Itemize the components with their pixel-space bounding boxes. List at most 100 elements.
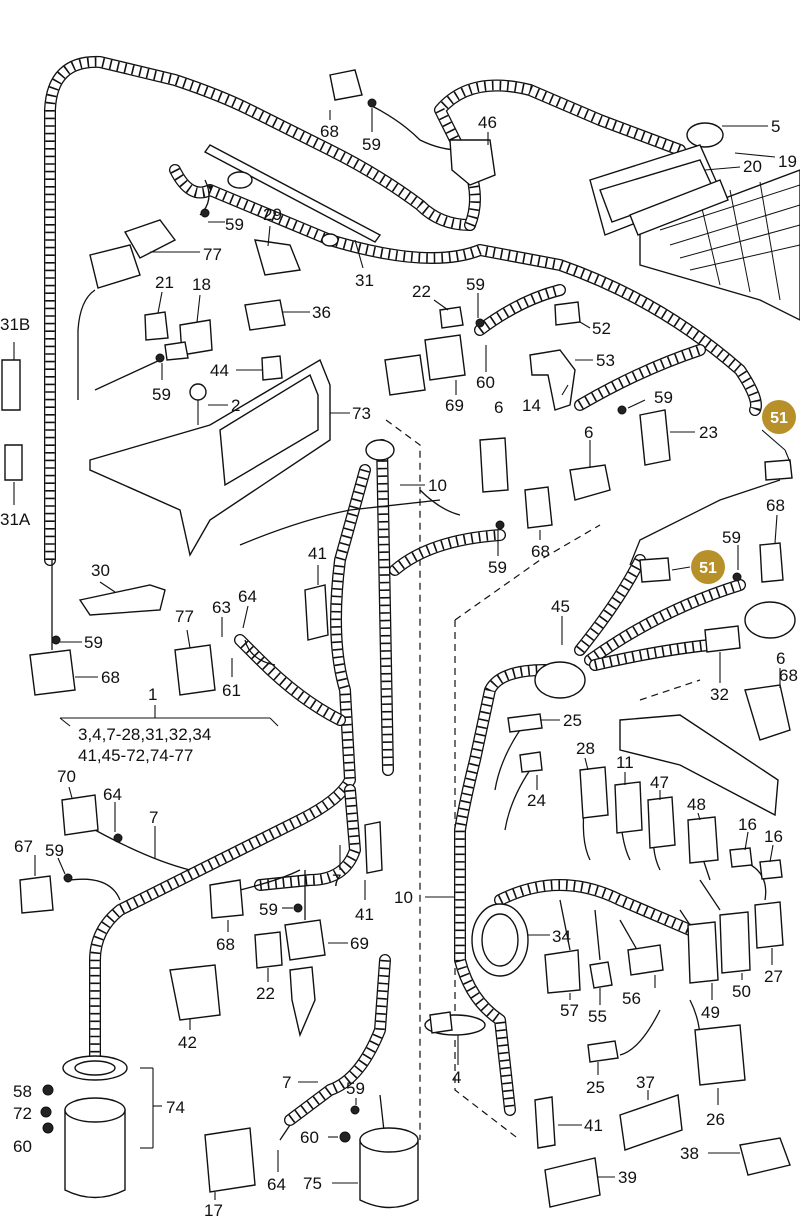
label-55: 55: [588, 1007, 607, 1026]
label-range-1: 3,4,7-28,31,32,34: [78, 725, 211, 744]
label-52: 52: [592, 319, 611, 338]
label-75: 75: [303, 1174, 322, 1193]
label-32: 32: [710, 685, 729, 704]
label-59: 59: [722, 528, 741, 547]
label-24: 24: [527, 791, 546, 810]
label-28: 28: [576, 739, 595, 758]
label-69: 69: [445, 396, 464, 415]
label-16: 16: [764, 827, 783, 846]
label-70: 70: [57, 767, 76, 786]
label-68: 68: [779, 666, 798, 685]
label-59: 59: [84, 633, 103, 652]
label-68: 68: [101, 668, 120, 687]
label-6: 6: [494, 398, 503, 417]
label-29: 29: [263, 205, 282, 224]
label-56: 56: [622, 989, 641, 1008]
grommets: [62, 439, 586, 1081]
leader-lines: [13, 108, 791, 1200]
label-23: 23: [699, 423, 718, 442]
label-60: 60: [13, 1137, 32, 1156]
label-72: 72: [13, 1104, 32, 1123]
label-74: 74: [166, 1098, 185, 1117]
label-73: 73: [352, 404, 371, 423]
label-25: 25: [563, 711, 582, 730]
label-41: 41: [308, 544, 327, 563]
label-61: 61: [222, 681, 241, 700]
label-58: 58: [13, 1082, 32, 1101]
label-64: 64: [267, 1175, 286, 1194]
label-64: 64: [238, 587, 257, 606]
label-1: 1: [148, 685, 157, 704]
label-59: 59: [45, 841, 64, 860]
label-16: 16: [738, 815, 757, 834]
label-42: 42: [178, 1033, 197, 1052]
label-38: 38: [680, 1144, 699, 1163]
label-60: 60: [476, 373, 495, 392]
label-59: 59: [362, 135, 381, 154]
label-46: 46: [478, 113, 497, 132]
label-2: 2: [231, 396, 240, 415]
label-63: 63: [212, 598, 231, 617]
label-14: 14: [522, 396, 541, 415]
label-7: 7: [282, 1073, 291, 1092]
label-39: 39: [618, 1168, 637, 1187]
label-59: 59: [488, 558, 507, 577]
label-26: 26: [706, 1110, 725, 1129]
label-57: 57: [560, 1001, 579, 1020]
label-31B: 31B: [0, 315, 30, 334]
components: [1, 69, 796, 1209]
label-69: 69: [350, 934, 369, 953]
label-36: 36: [312, 303, 331, 322]
label-7: 7: [149, 808, 158, 827]
label-53: 53: [596, 351, 615, 370]
label-range-2: 41,45-72,74-77: [78, 746, 193, 765]
label-10: 10: [394, 888, 413, 907]
label-64: 64: [103, 785, 122, 804]
label-41: 41: [355, 905, 374, 924]
label-45: 45: [551, 597, 570, 616]
label-30: 30: [91, 561, 110, 580]
label-11: 11: [616, 753, 634, 772]
label-10: 10: [428, 476, 447, 495]
dashed-frame: [385, 419, 701, 1141]
label-77: 77: [203, 245, 222, 264]
label-77: 77: [175, 607, 194, 626]
label-25: 25: [586, 1078, 605, 1097]
label-59: 59: [152, 385, 171, 404]
label-6: 6: [776, 649, 785, 668]
label-22: 22: [412, 282, 431, 301]
label-6: 6: [584, 423, 593, 442]
label-47: 47: [650, 773, 669, 792]
label-60: 60: [300, 1128, 319, 1147]
callout-51-middle[interactable]: 51: [691, 550, 725, 584]
label-4: 4: [452, 1068, 461, 1087]
part-labels: 5 19 20 46 68 59 59 29 77 31 21 18 36 22…: [0, 113, 798, 1220]
label-22: 22: [256, 984, 275, 1003]
label-68: 68: [216, 935, 235, 954]
label-67: 67: [14, 837, 33, 856]
label-17: 17: [204, 1201, 223, 1220]
label-48: 48: [687, 795, 706, 814]
control-unit-grid: [639, 169, 800, 321]
label-59: 59: [225, 215, 244, 234]
label-21: 21: [155, 273, 174, 292]
label-41: 41: [584, 1116, 603, 1135]
label-68: 68: [766, 496, 785, 515]
label-31A: 31A: [0, 510, 31, 529]
label-44: 44: [210, 361, 229, 380]
label-68: 68: [531, 542, 550, 561]
label-7: 7: [332, 871, 341, 890]
label-5: 5: [771, 117, 780, 136]
label-59: 59: [654, 388, 673, 407]
callout-51-label: 51: [770, 410, 788, 427]
label-49: 49: [701, 1003, 720, 1022]
callout-51-top[interactable]: 51: [762, 400, 796, 434]
label-19: 19: [778, 152, 797, 171]
label-27: 27: [764, 967, 783, 986]
label-20: 20: [743, 157, 762, 176]
label-59: 59: [346, 1079, 365, 1098]
callout-51-label: 51: [699, 560, 717, 577]
label-37: 37: [636, 1073, 655, 1092]
label-68: 68: [320, 122, 339, 141]
label-50: 50: [732, 982, 751, 1001]
